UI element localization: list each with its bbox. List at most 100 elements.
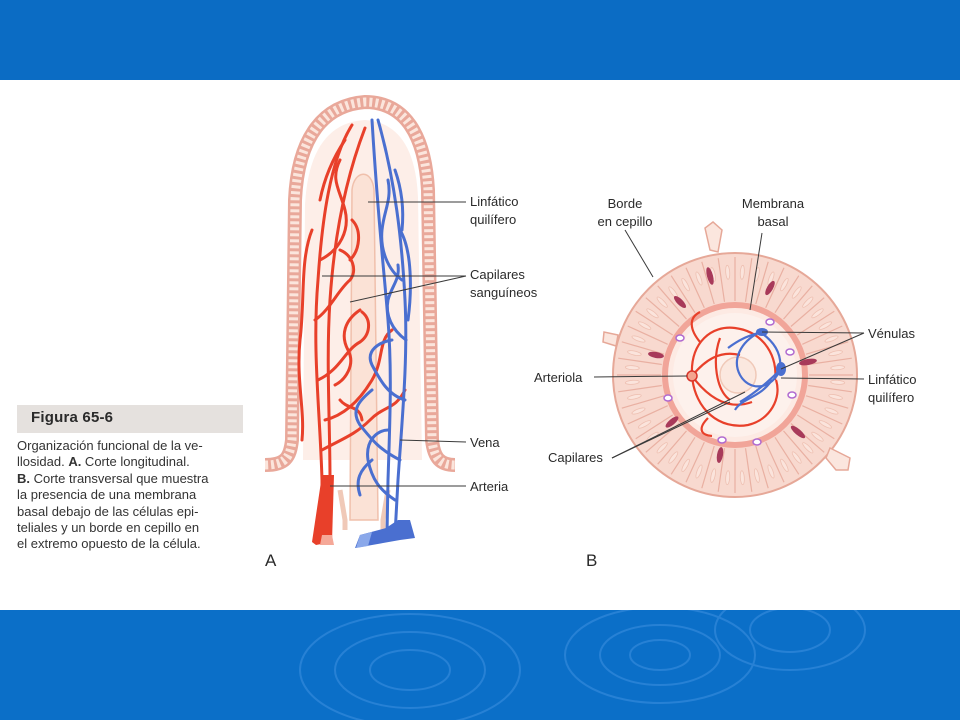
cell-boundary xyxy=(657,430,687,465)
epithelial-cells xyxy=(617,257,853,493)
label-lacteal-b-line1: Linfático xyxy=(868,372,916,387)
cell-boundary xyxy=(627,325,668,345)
cell-boundary xyxy=(765,267,785,308)
cell-boundary xyxy=(670,275,696,314)
panel-letter-a: A xyxy=(265,551,277,570)
top-band xyxy=(0,0,960,80)
cell-body xyxy=(695,464,703,479)
cell-body xyxy=(631,335,646,343)
cell-body xyxy=(656,442,668,454)
caption-line: el extremo opuesto de la célula. xyxy=(17,536,201,552)
label-artery: Arteria xyxy=(470,479,509,494)
cell-body xyxy=(624,365,640,371)
label-lacteal-a-line2: quilífero xyxy=(470,212,516,227)
cell-body xyxy=(695,271,703,286)
villus-diagram: Linfático quilífero Capilares sanguíneos… xyxy=(264,94,916,570)
cell-body xyxy=(791,286,802,299)
caption-line: llosidad. xyxy=(17,454,69,470)
bottom-band xyxy=(0,610,960,720)
artery-trunk xyxy=(312,475,334,545)
vein-trunk xyxy=(355,520,415,548)
cell-boundary xyxy=(670,436,696,475)
cell-boundary xyxy=(802,325,843,345)
cell-body xyxy=(627,394,642,400)
cell-body xyxy=(637,420,652,429)
panel-letter-b: B xyxy=(586,551,597,570)
panel-a-leader-lines xyxy=(322,201,467,487)
lacteal xyxy=(349,173,379,521)
cell-boundary xyxy=(744,258,753,302)
cell-body xyxy=(830,379,846,385)
cell-body xyxy=(681,277,690,292)
cell-body xyxy=(627,350,642,356)
cell-body xyxy=(818,420,833,429)
cell-boundary xyxy=(635,414,674,440)
caption-line: Corte transversal que muestra xyxy=(30,470,209,486)
cell-body xyxy=(828,394,843,400)
cell-body xyxy=(824,335,839,343)
label-venules: Vénulas xyxy=(868,326,915,341)
label-capillaries-a-line1: Capilares xyxy=(470,267,525,282)
cell-boundary xyxy=(808,384,852,393)
cell-boundary xyxy=(755,261,769,305)
slide-content: Figura 65-6 Organización funcional de la… xyxy=(0,80,960,610)
cell-body xyxy=(710,468,716,483)
caption-marker-b: B. xyxy=(17,470,30,486)
label-basement-membrane-line2: basal xyxy=(757,214,788,229)
caption-marker-a: A. xyxy=(68,454,82,470)
cell-body xyxy=(739,470,745,486)
panel-b-leader-lines xyxy=(593,229,865,459)
cell-boundary xyxy=(717,448,726,492)
lacteal-cross xyxy=(719,356,757,394)
label-arteriole: Arteriola xyxy=(534,370,583,385)
cell-body xyxy=(624,379,640,385)
panel-b-illustration: Borde en cepillo Membrana basal Vénulas … xyxy=(534,196,916,570)
cell-body xyxy=(830,365,846,371)
arteriole xyxy=(686,370,698,382)
cell-boundary xyxy=(685,442,705,483)
label-capillaries-a-line2: sanguíneos xyxy=(470,285,538,300)
cell-body xyxy=(681,458,690,473)
cell-boundary xyxy=(618,357,662,366)
membrane-cells xyxy=(663,318,797,446)
cell-body xyxy=(754,267,760,282)
cell-boundary xyxy=(755,445,769,489)
label-basement-membrane-line1: Membrana xyxy=(742,196,805,211)
cell-body xyxy=(631,407,646,415)
cell-body xyxy=(725,470,731,486)
cell-body xyxy=(791,451,802,464)
cell-body xyxy=(828,350,843,356)
cell-body xyxy=(818,321,833,330)
cell-boundary xyxy=(805,341,849,355)
label-brush-border-line1: Borde xyxy=(608,196,643,211)
cell-body xyxy=(811,308,824,319)
cell-boundary xyxy=(765,442,785,483)
cell-boundary xyxy=(790,297,825,327)
cell-boundary xyxy=(783,285,813,320)
cell-body xyxy=(780,277,789,292)
venule-network xyxy=(727,331,782,411)
cell-boundary xyxy=(802,405,843,425)
figure-title: Figura 65-6 xyxy=(31,409,114,426)
cell-body xyxy=(824,407,839,415)
cell-boundary xyxy=(618,384,662,393)
arteriole-network xyxy=(690,311,779,438)
cell-boundary xyxy=(645,297,680,327)
cell-boundary xyxy=(744,448,753,492)
caption-line: la presencia de una membrana xyxy=(17,487,197,503)
cell-body xyxy=(668,451,679,464)
cell-boundary xyxy=(796,310,835,336)
cell-boundary xyxy=(657,285,687,320)
figure-title-box: Figura 65-6 xyxy=(17,405,243,433)
cell-body xyxy=(725,264,731,280)
cell-boundary xyxy=(701,445,715,489)
cell-body xyxy=(656,296,668,308)
cell-body xyxy=(780,458,789,473)
cell-boundary xyxy=(805,395,849,409)
cell-body xyxy=(646,308,659,319)
cell-body xyxy=(739,264,745,280)
cell-boundary xyxy=(774,275,800,314)
cell-body xyxy=(637,321,652,330)
cell-boundary xyxy=(621,395,665,409)
cell-body xyxy=(811,431,824,442)
